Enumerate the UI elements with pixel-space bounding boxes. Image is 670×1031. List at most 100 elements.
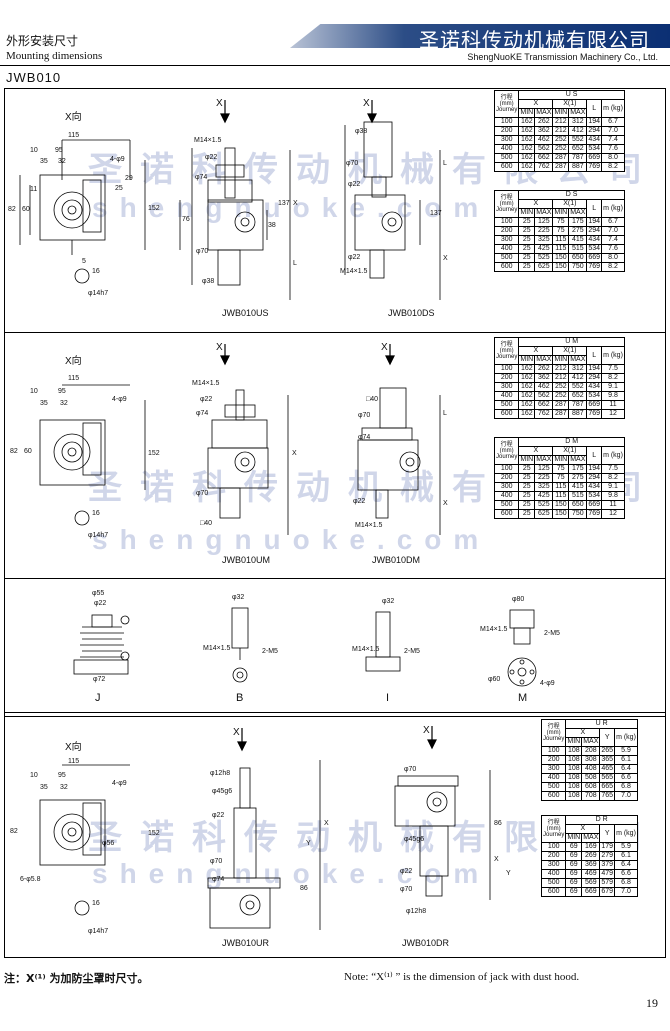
table-cell: 425 (534, 491, 554, 501)
dim-text: 32 (58, 158, 66, 165)
table-cell: 25 (518, 226, 536, 236)
table-cell: 650 (568, 500, 588, 510)
dim-text: φ80 (512, 596, 525, 603)
table-cell: 7.0 (614, 791, 638, 801)
table-cell: 200 (493, 473, 520, 483)
caption-ur: JWB010UR (222, 938, 270, 948)
dim-text: φ70 (346, 160, 359, 167)
table-cell: 400 (493, 144, 520, 154)
caption-m: M (518, 692, 528, 704)
view-label: X向 (65, 356, 82, 367)
view-label: X向 (65, 112, 82, 123)
table-cell: 162 (518, 162, 536, 172)
dim-text: 60 (22, 206, 30, 213)
table-cell: 325 (534, 235, 554, 245)
table-title: U M (518, 337, 625, 347)
note-en: Note: “X⁽¹⁾ ” is the dimension of jack w… (344, 971, 580, 983)
table-cell: 434 (586, 235, 603, 245)
dim-text: φ74 (196, 410, 209, 417)
table-cell: 25 (518, 473, 536, 483)
caption-ds: JWB010DS (388, 308, 435, 318)
table-cell: 500 (540, 878, 567, 888)
table-cell: 162 (518, 126, 536, 136)
column-header: Y (599, 824, 616, 843)
table-cell: 434 (586, 482, 603, 492)
table-cell: 7.6 (601, 244, 625, 254)
column-header: L (586, 346, 603, 365)
table-cell: 369 (581, 860, 601, 870)
table-cell: 325 (534, 482, 554, 492)
table-cell: 669 (586, 500, 603, 510)
dim-text: 2-M5 (404, 648, 420, 655)
table-cell: 534 (586, 244, 603, 254)
table-cell: 275 (568, 473, 588, 483)
dim-text: 35 (40, 784, 48, 791)
watermark-en: shengnuoke.com (92, 858, 491, 889)
table-cell: 500 (540, 782, 567, 792)
table-cell: 600 (493, 262, 520, 272)
arrow-label: X (381, 342, 388, 353)
dim-text: 16 (92, 900, 100, 907)
column-header: X(1) (552, 446, 588, 456)
dim-text: φ32 (232, 594, 245, 601)
dim-text: φ14h7 (88, 532, 109, 539)
table-cell: 225 (534, 473, 554, 483)
table-cell: 108 (565, 764, 583, 774)
table-cell: 6.4 (614, 764, 638, 774)
table-cell: 562 (534, 391, 554, 401)
sub-header: MIN (552, 208, 570, 218)
sub-header: MAX (568, 355, 588, 365)
dim-text: 60 (24, 448, 32, 455)
table-cell: 300 (540, 860, 567, 870)
table-cell: 75 (552, 226, 570, 236)
table-cell: 762 (534, 409, 554, 419)
dim-text: 115 (68, 375, 80, 382)
table-cell: 287 (552, 162, 570, 172)
sub-header: MAX (581, 737, 601, 747)
table-cell: 300 (493, 482, 520, 492)
table-cell: 100 (493, 364, 520, 374)
dim-text: 32 (60, 400, 68, 407)
table-cell: 887 (568, 162, 588, 172)
dim-text: M14×1.5 (194, 137, 222, 144)
table-cell: 769 (586, 509, 603, 519)
table-cell: 175 (568, 464, 588, 474)
table-cell: 669 (586, 253, 603, 263)
table-cell: 200 (540, 851, 567, 861)
table-cell: 465 (599, 764, 616, 774)
table-cell: 415 (568, 482, 588, 492)
table-cell: 534 (586, 391, 603, 401)
table-cell: 69 (565, 887, 583, 897)
table-cell: 212 (552, 373, 570, 383)
dim-text: φ14h7 (88, 290, 109, 297)
dim-text: φ70 (358, 412, 371, 419)
table-cell: 162 (518, 400, 536, 410)
dim-text: M14×1.5 (355, 522, 383, 529)
table-cell: 6.7 (601, 217, 625, 227)
dim-text: 137 (278, 200, 290, 207)
table-cell: 412 (568, 126, 588, 136)
table-cell: 787 (568, 400, 588, 410)
table-cell: 762 (534, 162, 554, 172)
table-cell: 425 (534, 244, 554, 254)
table-cell: 6.4 (614, 860, 638, 870)
table-cell: 769 (586, 162, 603, 172)
table-cell: 300 (493, 382, 520, 392)
table-cell: 100 (493, 117, 520, 127)
table-cell: 162 (518, 364, 536, 374)
table-cell: 652 (568, 144, 588, 154)
table-cell: 7.0 (601, 226, 625, 236)
sub-header: MAX (534, 108, 554, 118)
table-cell: 608 (581, 782, 601, 792)
dim-text: 2-M5 (544, 630, 560, 637)
